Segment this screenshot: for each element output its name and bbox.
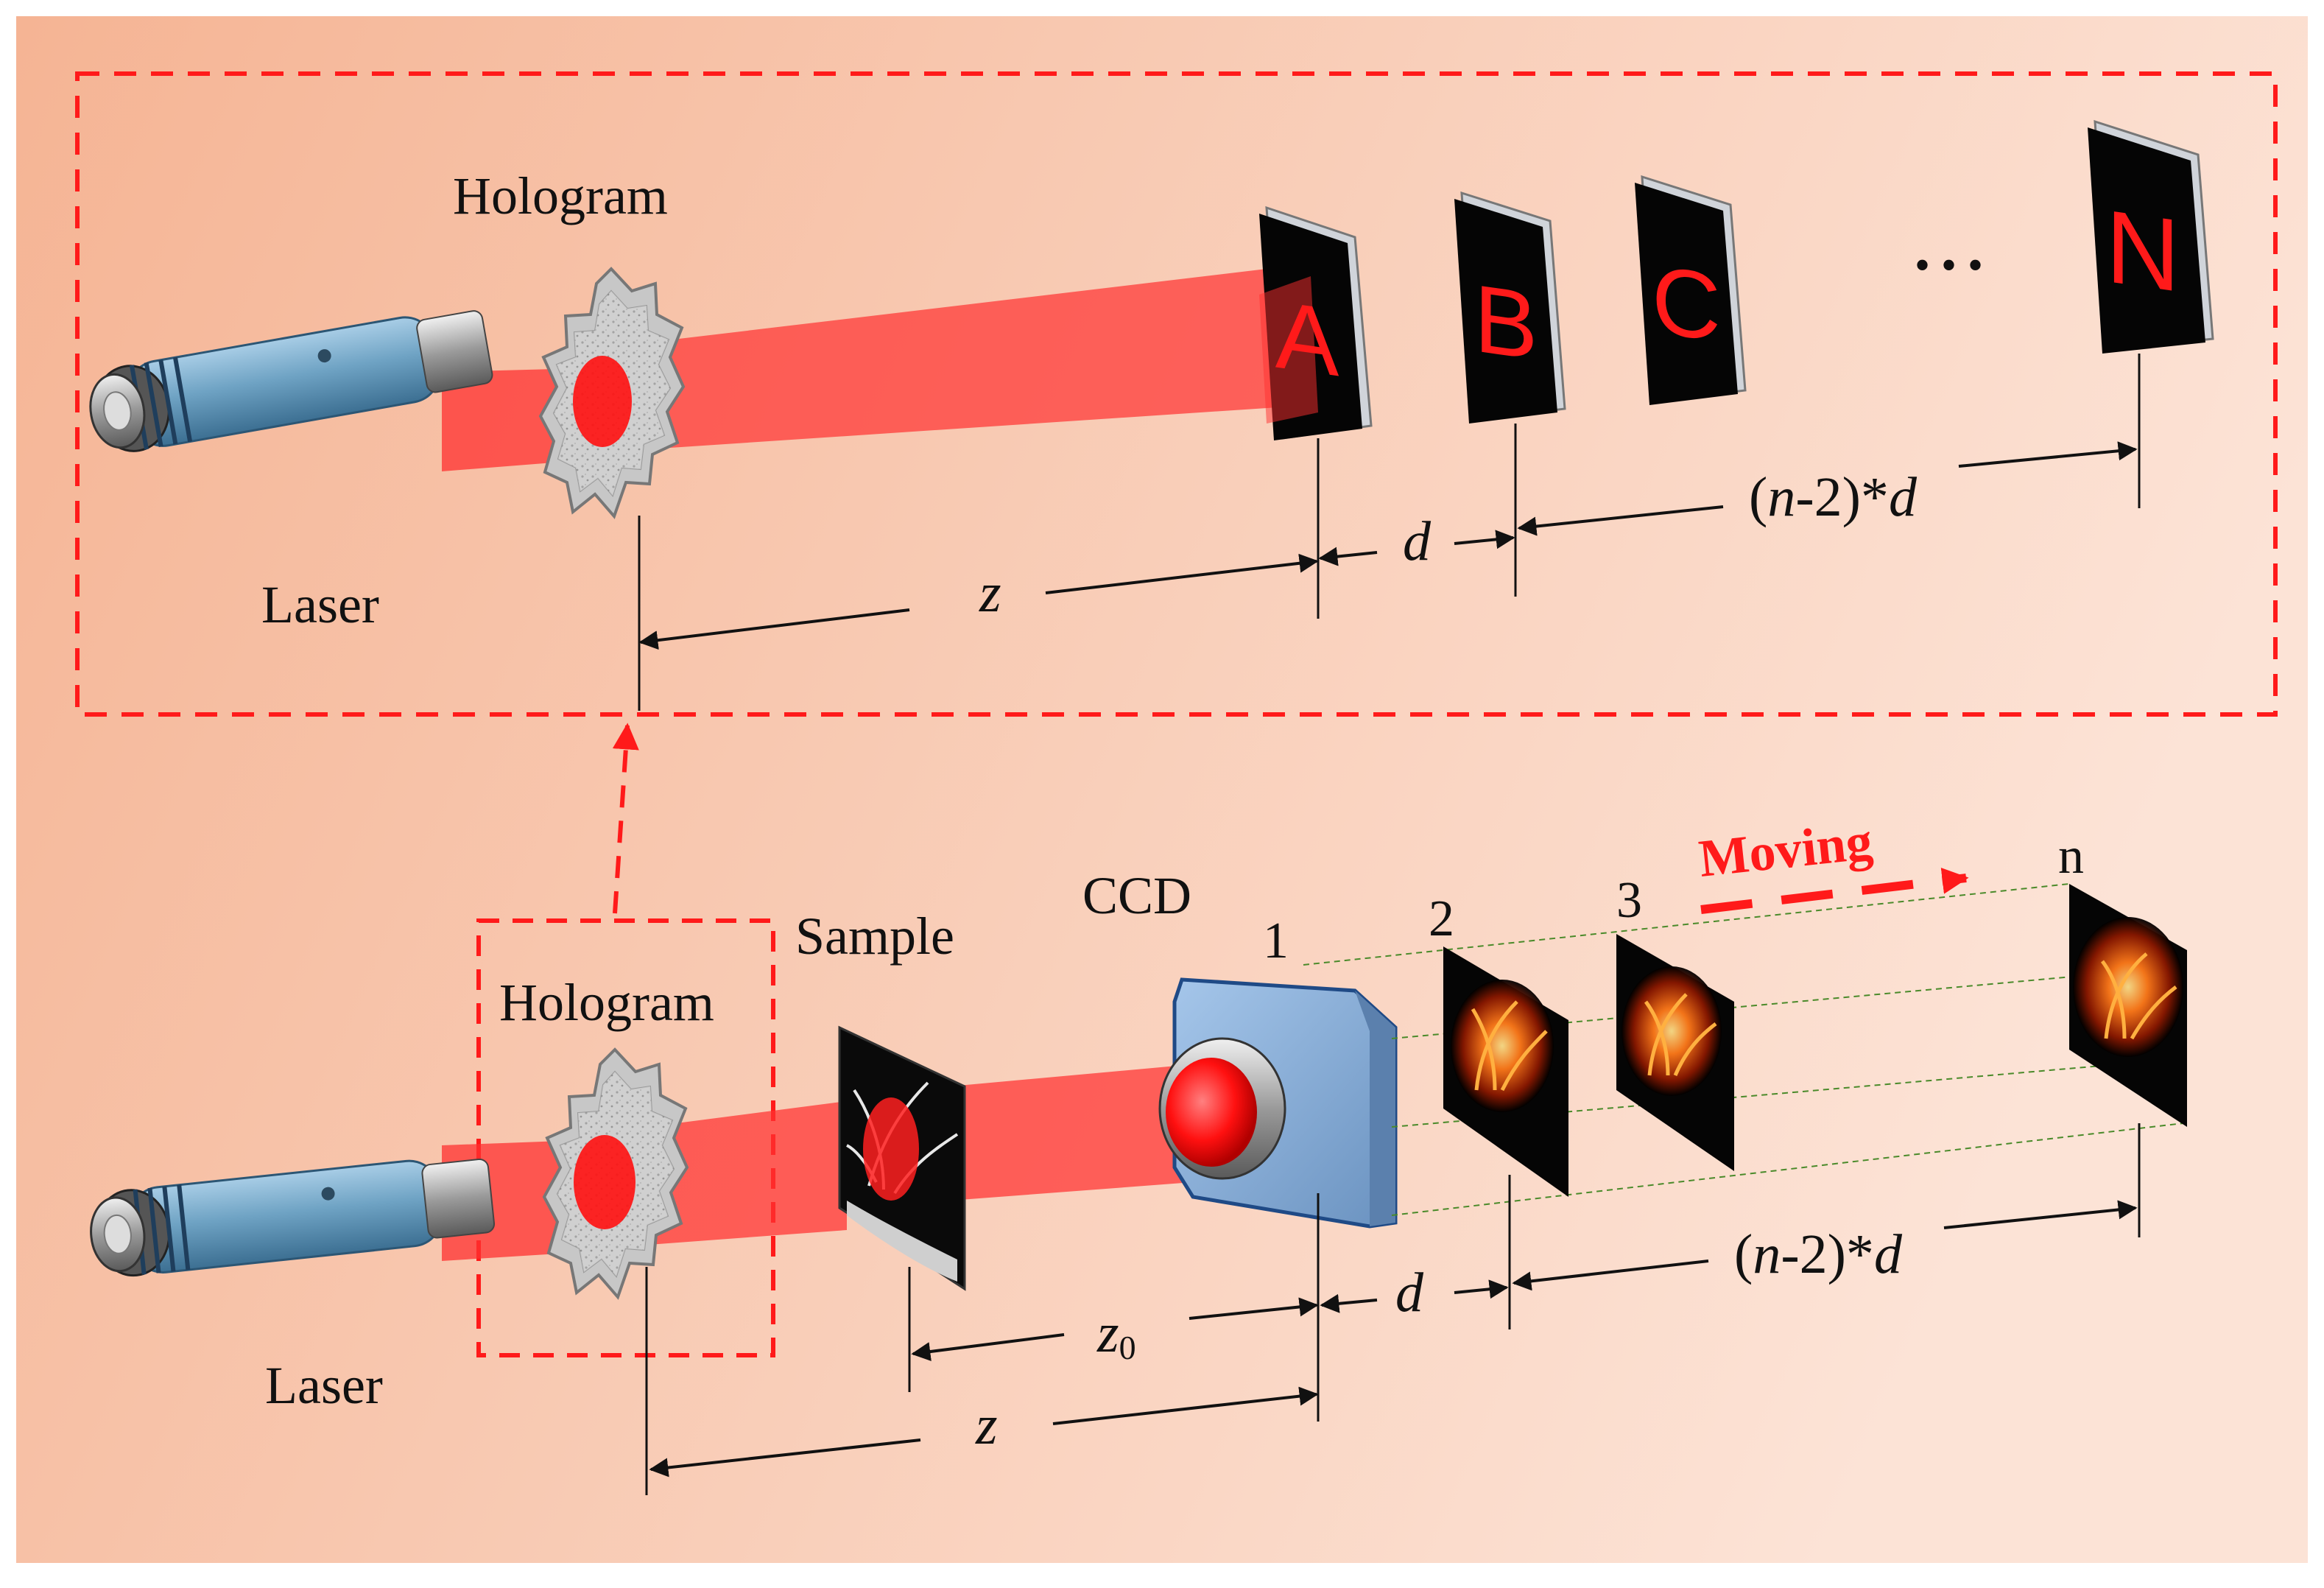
bottom-dim-span: (n-2)*d [1734, 1223, 1903, 1285]
image-plane-3 [1616, 934, 1734, 1171]
screen-a-letter: A [1275, 281, 1339, 396]
screen-n: N [2088, 119, 2214, 354]
plane-number-1: 1 [1263, 913, 1289, 969]
bottom-beam-sample [648, 1101, 847, 1245]
screen-b: B [1454, 191, 1566, 424]
link-arrow [612, 723, 639, 914]
top-hologram-plate [539, 267, 685, 518]
top-beam-main [648, 269, 1311, 449]
image-plane-2 [1443, 946, 1568, 1197]
ccd-label: CCD [1082, 866, 1191, 925]
bottom-hologram-plate [543, 1048, 689, 1299]
bottom-dim-z0: z0 [1096, 1302, 1136, 1366]
sample-label: Sample [795, 907, 954, 966]
top-hologram-label: Hologram [453, 166, 668, 225]
plane-number-n: n [2058, 828, 2084, 885]
top-drop-lines [638, 354, 2141, 711]
screen-n-letter: N [2105, 188, 2180, 313]
background-panel [16, 16, 2308, 1563]
image-plane-n [2069, 884, 2187, 1127]
sample-slide [838, 1025, 966, 1291]
moving-arrow [1700, 867, 1969, 914]
ccd-camera [1158, 977, 1398, 1229]
top-laser-label: Laser [261, 575, 379, 634]
bottom-dim-z: z [975, 1394, 998, 1456]
screen-c: C [1635, 175, 1747, 405]
plane-number-3: 3 [1616, 872, 1642, 929]
screen-c-letter: C [1652, 245, 1721, 362]
screen-a: A [1259, 205, 1373, 440]
top-dim-span: (n-2)*d [1749, 466, 1918, 528]
bottom-hologram-label: Hologram [499, 973, 714, 1032]
bottom-beam-ccd [950, 1064, 1193, 1201]
bottom-laser-label: Laser [265, 1356, 383, 1415]
plane-number-2: 2 [1429, 890, 1454, 947]
bottom-dim-d: d [1395, 1262, 1424, 1324]
top-dashed-box [75, 71, 2278, 717]
top-dimension-arrows [638, 441, 2138, 650]
bottom-drop-lines [645, 1123, 2141, 1495]
top-dim-z: z [979, 562, 1001, 624]
top-beam-laser [442, 368, 582, 471]
bottom-dimension-arrows [649, 1200, 2138, 1478]
top-dim-d: d [1403, 510, 1432, 572]
screen-b-letter: B [1474, 264, 1538, 380]
ellipsis: • • • [1915, 241, 1983, 289]
